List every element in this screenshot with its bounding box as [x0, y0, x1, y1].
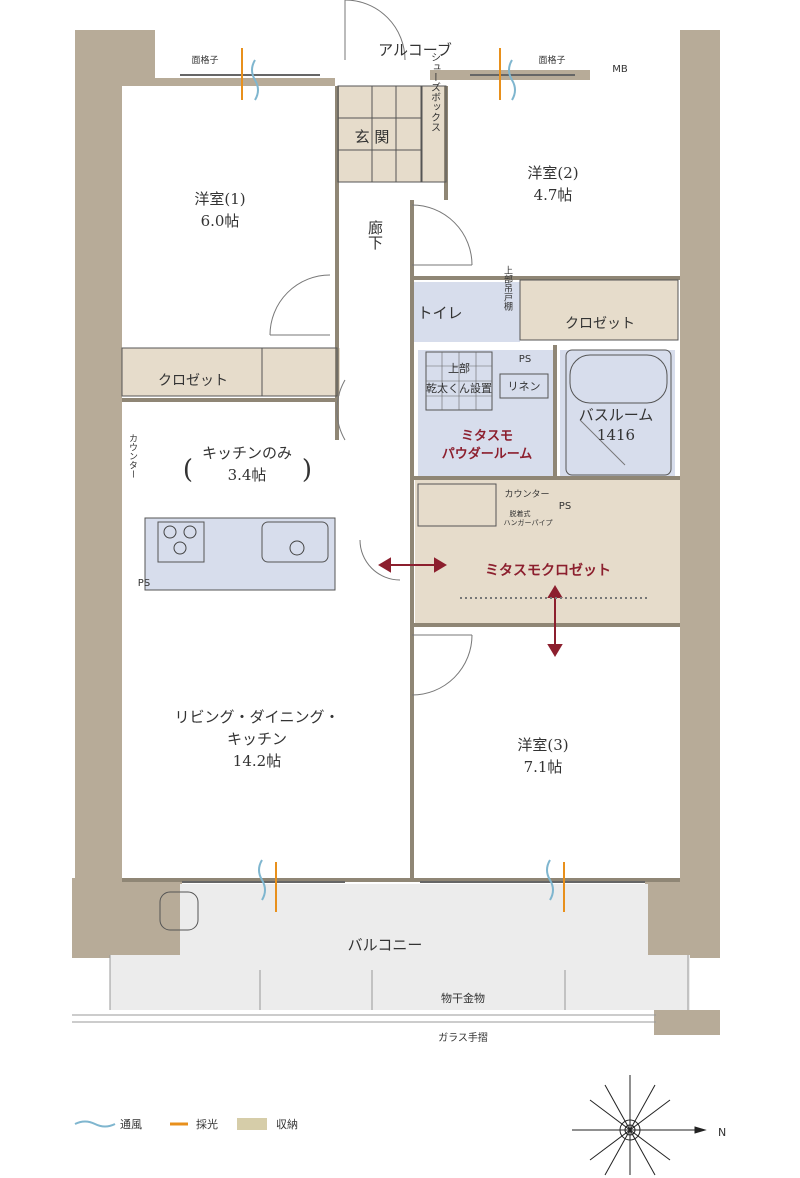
lattice-left-label: 面格子 — [191, 54, 218, 66]
kitchen-only-size: 3.4帖 — [228, 466, 267, 484]
ventilation-legend-icon — [74, 1120, 116, 1128]
hanger-pipe-1: 脱着式 — [510, 509, 531, 518]
interior-walls — [122, 86, 680, 882]
legend-daylight: 採光 — [196, 1117, 218, 1131]
ldk-line1: リビング・ダイニング・ — [174, 708, 339, 726]
drying-hardware-label: 物干金物 — [441, 991, 485, 1005]
ps-kitchen-label: PS — [138, 578, 150, 589]
room3-size: 7.1帖 — [524, 758, 563, 776]
room2-name: 洋室(2) — [527, 164, 578, 182]
upper-shelf-label: 上部吊戸棚 — [502, 265, 513, 311]
powder-title-1: ミタスモ — [461, 429, 513, 444]
counter-sink-label: カウンター — [504, 489, 549, 500]
ldk-size: 14.2帖 — [233, 752, 281, 770]
room-labels: アルコーブ MB 面格子 面格子 玄 関 シューズボックス 洋室(1) 6.0帖… — [127, 41, 653, 1044]
counter-vertical-label: カウンター — [127, 433, 138, 478]
compass-north: N — [718, 1126, 726, 1139]
svg-text:): ) — [302, 455, 312, 485]
storage-legend-swatch — [237, 1118, 267, 1130]
bath-size-label: 1416 — [597, 426, 635, 444]
compass-icon — [572, 1075, 707, 1176]
glass-rail-label: ガラス手摺 — [438, 1031, 488, 1044]
room2-size: 4.7帖 — [534, 186, 573, 204]
room1-size: 6.0帖 — [201, 212, 240, 230]
ps-mid-label: PS — [559, 501, 571, 512]
room1-name: 洋室(1) — [194, 190, 245, 208]
hallway-label: 廊下 — [366, 220, 384, 250]
legend-storage: 収納 — [276, 1118, 298, 1131]
toilet-label: トイレ — [417, 304, 462, 322]
linen-label: リネン — [508, 380, 541, 393]
lattice-right-label: 面格子 — [538, 54, 565, 66]
closet-left-label: クロゼット — [158, 373, 228, 389]
kitchen-only-name: キッチンのみ — [202, 444, 292, 462]
svg-text:(: ( — [183, 455, 193, 485]
exterior-walls — [72, 30, 720, 1035]
mb-label: MB — [612, 64, 628, 75]
dryer-top-label: 上部 — [448, 361, 470, 375]
dryer-label: 乾太くん設置 — [426, 381, 492, 395]
powder-title-2: パウダールーム — [442, 446, 533, 462]
legend-ventilation: 通風 — [120, 1118, 142, 1131]
balcony-label: バルコニー — [348, 936, 423, 954]
closet-right-label: クロゼット — [565, 316, 635, 332]
ldk-line2: キッチン — [227, 730, 287, 748]
blue-areas — [145, 282, 675, 590]
shoe-box-label: シューズボックス — [429, 52, 441, 132]
alcove-label: アルコーブ — [378, 41, 452, 59]
mitasumo-closet-label: ミタスモクロゼット — [485, 562, 611, 579]
hanger-pipe-2: ハンガーパイプ — [504, 518, 553, 527]
bathroom-label: バスルーム — [579, 406, 654, 424]
room3-name: 洋室(3) — [517, 736, 568, 754]
entrance-label: 玄 関 — [355, 128, 390, 146]
access-arrows — [378, 557, 563, 657]
door-swings — [269, 0, 626, 696]
legend: 通風 採光 収納 — [74, 1117, 298, 1131]
ps-upper-label: PS — [519, 354, 531, 365]
